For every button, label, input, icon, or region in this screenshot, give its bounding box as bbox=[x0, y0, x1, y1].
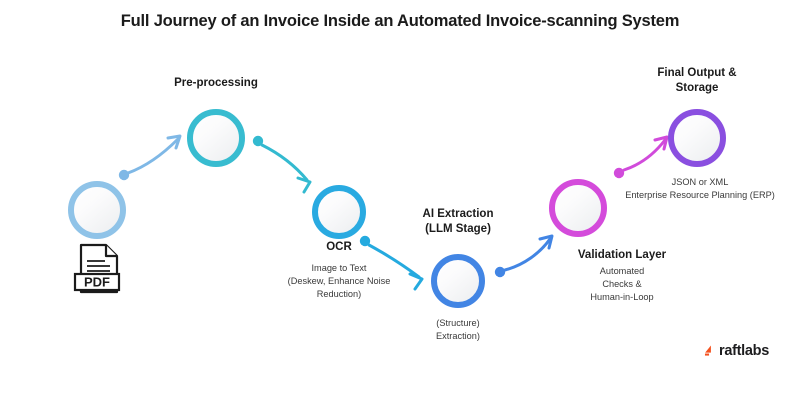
stage-node-validation-layer[interactable] bbox=[549, 179, 607, 237]
stage-label-ai-extraction: AI Extraction (LLM Stage) bbox=[422, 208, 494, 235]
raftlabs-mark-icon bbox=[704, 345, 711, 356]
stage-node-final-output[interactable] bbox=[668, 109, 726, 167]
brand-name: raftlabs bbox=[719, 343, 769, 359]
connector-preprocessing-to-ocr bbox=[252, 135, 312, 194]
connector-validation-to-final-output bbox=[613, 135, 669, 179]
stage-node-ai-extraction[interactable] bbox=[431, 254, 485, 308]
connector-intake-to-preprocessing bbox=[118, 134, 182, 181]
stage-label-pre-processing: Pre-processing bbox=[174, 77, 258, 89]
stage-sub-final-output: JSON or XML Enterprise Resource Planning… bbox=[625, 177, 775, 200]
pdf-file-icon: PDF bbox=[73, 243, 121, 294]
stage-sub-ai-extraction: (Structure) Extraction) bbox=[436, 318, 480, 341]
stage-label-ocr: OCR bbox=[326, 241, 352, 253]
pdf-icon-label: PDF bbox=[84, 275, 110, 290]
stage-sub-validation-layer: Automated Checks & Human-in-Loop bbox=[590, 266, 654, 302]
stage-label-validation-layer: Validation Layer bbox=[577, 249, 667, 261]
page-title: Full Journey of an Invoice Inside an Aut… bbox=[120, 12, 680, 30]
stage-node-ocr[interactable] bbox=[312, 185, 366, 239]
connector-ocr-to-ai-extraction bbox=[359, 235, 424, 291]
brand-logo: raftlabs bbox=[702, 343, 769, 359]
stage-sub-ocr: Image to Text (Deskew, Enhance Noise Red… bbox=[287, 263, 391, 299]
stage-node-intake[interactable] bbox=[68, 181, 126, 239]
connector-ai-extraction-to-validation bbox=[494, 234, 554, 278]
stage-node-pre-processing[interactable] bbox=[187, 109, 245, 167]
stage-label-final-output: Final Output & Storage bbox=[657, 67, 737, 94]
